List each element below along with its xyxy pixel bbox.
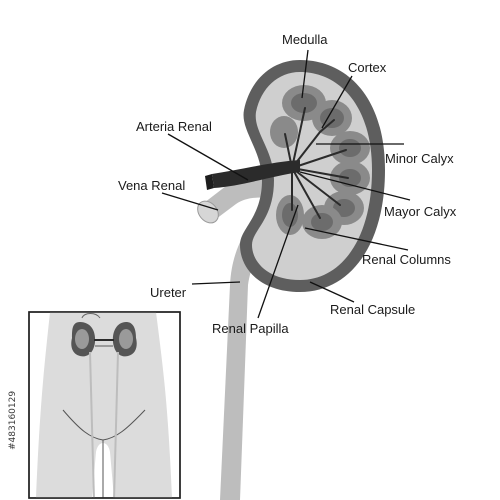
label-renal-papilla: Renal Papilla <box>212 321 289 336</box>
leader-cortex <box>321 75 353 129</box>
label-cortex: Cortex <box>348 60 387 75</box>
label-arteria-renal: Arteria Renal <box>136 119 212 134</box>
renal-artery-shape <box>205 160 300 190</box>
calyx-branches <box>284 107 349 219</box>
label-mayor-calyx: Mayor Calyx <box>384 204 457 219</box>
leader-renal-papilla <box>257 204 299 319</box>
label-minor-calyx: Minor Calyx <box>385 151 454 166</box>
leader-lines <box>161 49 411 319</box>
label-ureter: Ureter <box>150 285 187 300</box>
leader-arteria-renal <box>167 133 249 181</box>
label-renal-capsule: Renal Capsule <box>330 302 415 317</box>
label-medulla: Medulla <box>282 32 328 47</box>
label-vena-renal: Vena Renal <box>118 178 185 193</box>
leader-renal-capsule <box>309 281 355 303</box>
label-renal-columns: Renal Columns <box>362 252 451 267</box>
leader-vena-renal <box>161 192 219 211</box>
stock-id-text: #483160129 <box>8 391 18 450</box>
ureter-shape <box>220 205 290 500</box>
inset-body-illustration <box>28 311 181 499</box>
leader-medulla <box>301 49 309 99</box>
leader-renal-columns <box>304 227 409 251</box>
leader-mayor-calyx <box>299 171 411 201</box>
leader-ureter <box>191 281 241 285</box>
labels: Medulla Cortex Arteria Renal Minor Calyx… <box>118 32 457 336</box>
